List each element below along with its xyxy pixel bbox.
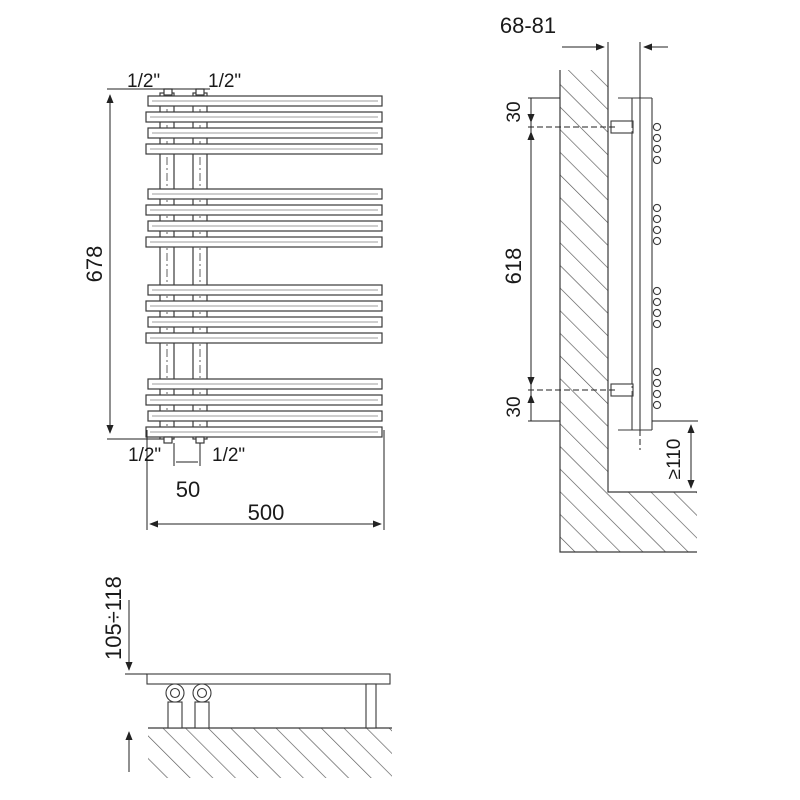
connection-top-left-label: 1/2"	[127, 71, 160, 92]
bar-profile	[652, 155, 662, 165]
bar-profile	[652, 133, 662, 143]
depth-dimension-label: 105÷118	[101, 576, 126, 660]
side-view-wall	[559, 70, 697, 553]
valve-right	[192, 683, 212, 729]
bar-profile	[652, 225, 662, 235]
connection-bottom-left-label: 1/2"	[128, 445, 161, 466]
height-dimension-label: 678	[82, 246, 107, 283]
top-view-radiator	[146, 673, 391, 729]
bar-profile	[652, 297, 662, 307]
bar-profile	[652, 122, 662, 132]
connection-spacing-label: 50	[176, 477, 200, 502]
width-dimension-label: 500	[248, 500, 285, 525]
bar-profile	[652, 144, 662, 154]
connection-height-label: 618	[501, 248, 526, 285]
bar-profile	[652, 400, 662, 410]
top-offset-label: 30	[504, 101, 525, 122]
bar-profiles	[652, 122, 662, 410]
wall-distance-label: 68-81	[500, 13, 556, 38]
bar-profile	[652, 378, 662, 388]
connection-top-right-label: 1/2"	[208, 71, 241, 92]
bottom-offset-label: 30	[504, 396, 525, 417]
top-view-floor	[148, 727, 392, 778]
bar-profile	[652, 203, 662, 213]
heating-bars	[145, 95, 383, 438]
bar-profile	[652, 214, 662, 224]
valve-left	[165, 683, 185, 729]
front-view	[145, 88, 383, 444]
bar-profile	[652, 389, 662, 399]
floor-clearance-label: ≥110	[664, 439, 685, 480]
bar-profile	[652, 308, 662, 318]
side-view-radiator	[610, 97, 662, 431]
bar-profile	[652, 286, 662, 296]
bar-profile	[652, 367, 662, 377]
connection-bottom-right-label: 1/2"	[212, 445, 245, 466]
front-dimensions	[106, 88, 385, 530]
top-dimensions	[125, 600, 147, 772]
bar-profile	[652, 319, 662, 329]
bar-profile	[652, 236, 662, 246]
side-dimensions	[527, 42, 698, 489]
